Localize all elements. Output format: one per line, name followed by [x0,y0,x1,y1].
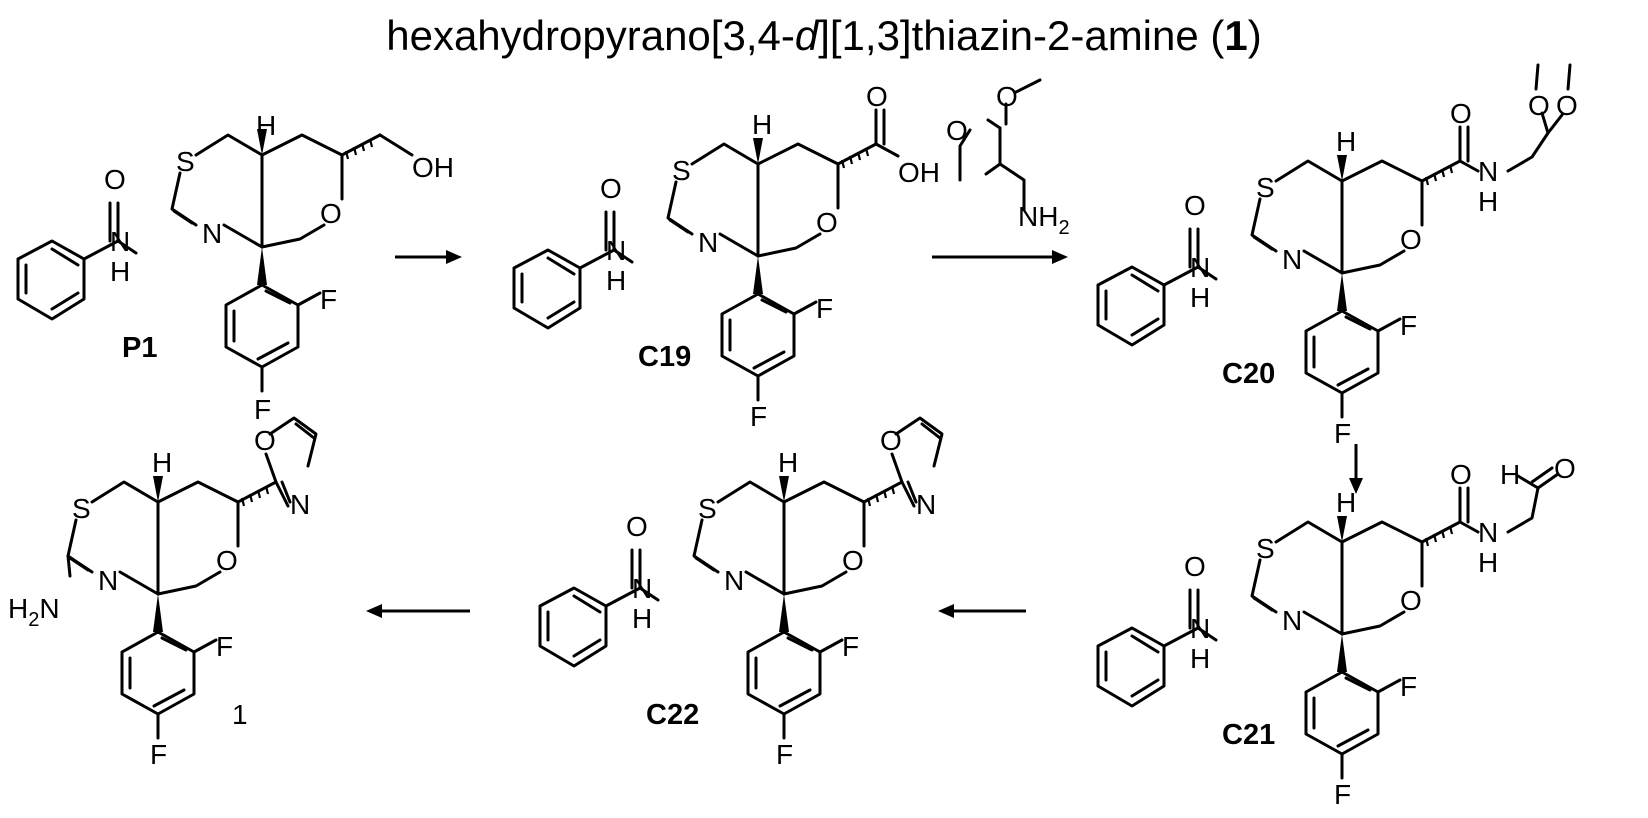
c21-s-label: S [1256,533,1275,564]
reagent-o-left-label: O [946,115,968,146]
molecule-c22: H S N O O N F F N H O C22 [540,418,942,770]
arrow-c21-c22 [938,604,1026,618]
c20-n-sidechain-label: N [1478,156,1498,187]
c20-o-carbonyl-label: O [1184,190,1206,221]
label-c19: C19 [638,341,691,373]
c22-o-carbonyl-label: O [626,511,648,542]
label-c20: C20 [1222,358,1275,390]
c21-h-amide-label: H [1190,643,1210,674]
label-c22: C22 [646,699,699,731]
c19-s-label: S [672,155,691,186]
c19-oh-label: OH [898,157,940,188]
molecule-1: H S N O O N F F H2N 1 [8,418,316,770]
final-f-para-label: F [150,739,167,770]
title-prefix: hexahydropyrano[3,4- [386,12,795,59]
label-c21: C21 [1222,719,1275,751]
c21-n-amide-label: N [1190,613,1210,644]
p1-o-ring-label: O [320,198,342,229]
c20-o-amide-label: O [1450,98,1472,129]
reagent-o-top-label: O [996,81,1018,112]
reagent-aminoacetal: O O NH2 [946,80,1070,239]
arrow-c19-c20 [932,250,1068,264]
c21-n-sidechain-label: N [1478,517,1498,548]
title-bold: 1 [1224,12,1247,59]
c19-h-amide-label: H [606,265,626,296]
p1-o-carbonyl-label: O [104,164,126,195]
p1-oh-label: OH [412,152,454,183]
p1-h-label: H [256,110,276,141]
p1-n-label: N [202,218,222,249]
c21-h-aldehyde-label: H [1500,459,1520,490]
c22-o-oxazole-label: O [880,425,902,456]
c20-h-sidechain-label: H [1478,186,1498,217]
molecule-c19: H S N O O OH F F N H O C19 [514,81,940,432]
final-n-oxazole-label: N [290,489,310,520]
c19-f-para-label: F [750,401,767,432]
c21-o-aldehyde-label: O [1554,453,1576,484]
final-n-label: N [98,565,118,596]
c22-f-para-label: F [776,739,793,770]
p1-h-amide-label: H [110,256,130,287]
c21-o-carbonyl-label: O [1184,551,1206,582]
c19-f-ortho-label: F [816,293,833,324]
c20-n-amide-label: N [1190,252,1210,283]
c19-n-label: N [698,227,718,258]
p1-s-label: S [176,146,195,177]
c19-o-carbonyl-label: O [600,173,622,204]
c20-f-para-label: F [1334,418,1351,449]
molecule-p1: H S N O OH F F N H O P1 [18,110,454,425]
c20-f-ortho-label: F [1400,310,1417,341]
arrow-p1-c19 [395,250,462,264]
title-close: ) [1248,12,1262,59]
c20-h-amide-label: H [1190,282,1210,313]
c20-o-acetal1-label: O [1528,90,1550,121]
c20-o-acetal2-label: O [1556,90,1578,121]
c20-s-label: S [1256,172,1275,203]
c22-n-label: N [724,565,744,596]
c19-n-amide-label: N [606,235,626,266]
c20-o-ring-label: O [1400,224,1422,255]
molecule-c21: H S N O O N H H O F F N H O C21 [1098,453,1576,810]
label-final-1: 1 [232,699,248,730]
final-s-label: S [72,493,91,524]
c19-o-ring-label: O [816,207,838,238]
p1-f-para-label: F [254,394,271,425]
molecule-c20: H S N O O N H O O F F N H O C20 [1098,65,1578,449]
c22-o-ring-label: O [842,545,864,576]
label-p1: P1 [122,332,157,364]
c19-h-label: H [752,109,772,140]
c21-h-sidechain-label: H [1478,547,1498,578]
reagent-nh2-label: NH2 [1018,201,1070,239]
c22-h-amide-label: H [632,603,652,634]
c22-s-label: S [698,493,717,524]
final-h2n-label: H2N [8,593,60,631]
c21-o-ring-label: O [1400,585,1422,616]
c22-n-oxazole-label: N [916,489,936,520]
c21-n-label: N [1282,605,1302,636]
c21-f-para-label: F [1334,779,1351,810]
c22-f-ortho-label: F [842,631,859,662]
c22-h-label: H [778,447,798,478]
c21-f-ortho-label: F [1400,671,1417,702]
c21-o-amide-label: O [1450,459,1472,490]
arrow-c22-1 [366,604,470,618]
c20-h-label: H [1336,126,1356,157]
c22-n-amide-label: N [632,573,652,604]
c19-o-acid-label: O [866,81,888,112]
c21-h-label: H [1336,487,1356,518]
final-o-ring-label: O [216,545,238,576]
c20-n-label: N [1282,244,1302,275]
title-italic: d [795,12,820,59]
final-o-oxazole-label: O [254,425,276,456]
final-f-ortho-label: F [216,631,233,662]
p1-n-amide-label: N [110,226,130,257]
scheme-title: hexahydropyrano[3,4-d][1,3]thiazin-2-ami… [386,12,1262,59]
final-h-label: H [152,447,172,478]
title-suffix: ][1,3]thiazin-2-amine ( [818,12,1224,59]
p1-f-ortho-label: F [320,284,337,315]
